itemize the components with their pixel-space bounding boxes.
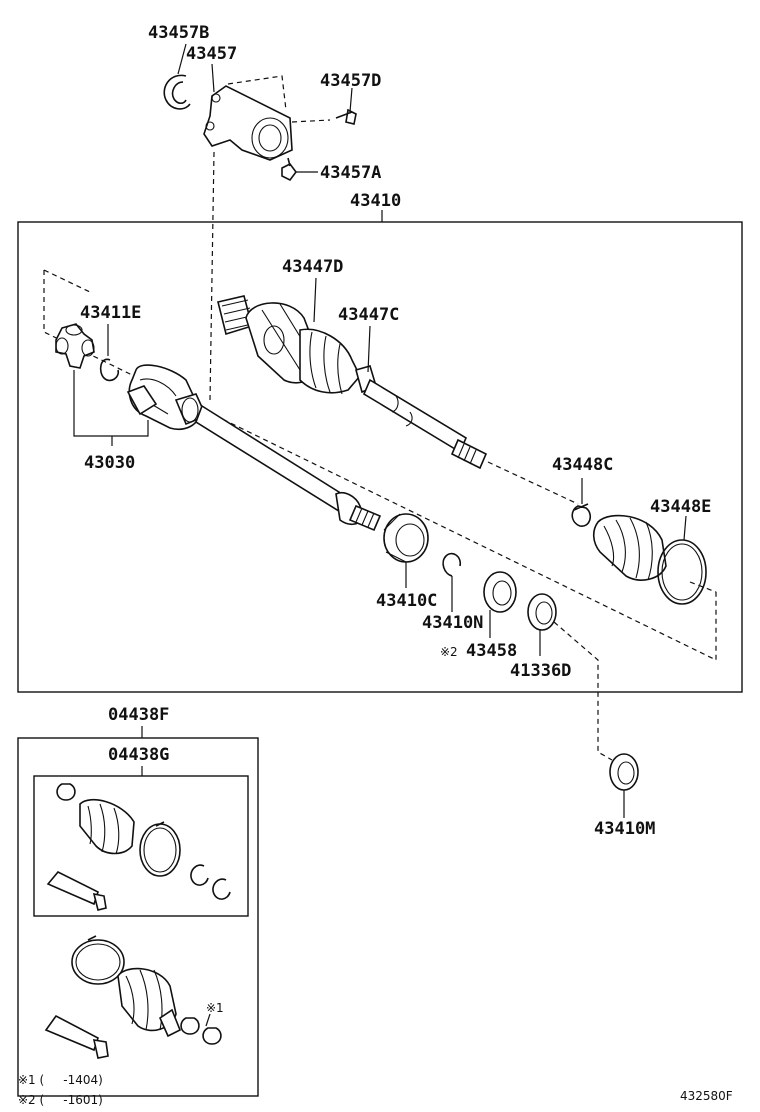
inboard-shaft-assembly [126, 364, 382, 532]
footnote-2: ※2 ( -1601) [18, 1093, 103, 1107]
label-41336d: 41336D [510, 661, 571, 681]
circlip-43411e [99, 358, 120, 382]
clamp-43448c [571, 503, 592, 527]
label-43457b: 43457B [148, 23, 209, 43]
label-43448c: 43448C [552, 455, 613, 475]
bracket-43457 [203, 85, 293, 161]
bearing-43410c [383, 513, 429, 563]
label-43410m: 43410M [594, 819, 655, 839]
bearing-bracket-group [163, 74, 357, 401]
label-43410: 43410 [350, 191, 401, 211]
label-43448e: 43448E [650, 497, 711, 517]
outboard-shaft-assembly [217, 295, 579, 505]
label-43457d: 43457D [320, 71, 381, 91]
assembly-box-43410 [17, 221, 743, 693]
label-43458: 43458 [466, 641, 517, 661]
label-43411e: 43411E [80, 303, 141, 323]
tripod-joint [55, 323, 149, 446]
label-43447d: 43447D [282, 257, 343, 277]
figure-id: 432580F [680, 1089, 733, 1103]
boot-kit-box-04438g [33, 775, 249, 917]
label-43457: 43457 [186, 44, 237, 64]
label-04438g: 04438G [108, 745, 169, 765]
label-43457a: 43457A [320, 163, 381, 183]
seal-43410m [609, 753, 639, 791]
ref-mark-1: ※1 [206, 1001, 224, 1015]
ref-mark-2: ※2 [440, 645, 458, 659]
seal-41336d [527, 593, 557, 631]
kit-g-parts [46, 783, 231, 911]
bolt-43457d [335, 108, 357, 125]
bolt-43457a [281, 157, 297, 182]
snap-ring-43410n [442, 552, 462, 577]
label-43410c: 43410C [376, 591, 437, 611]
label-43030: 43030 [84, 453, 135, 473]
footnote-1: ※1 ( -1404) [18, 1073, 103, 1087]
kit-f-parts [44, 935, 222, 1059]
boot-kit-box-04438f [17, 737, 259, 1097]
snap-ring-43457b [163, 74, 191, 110]
tripod-spider [55, 323, 95, 369]
seal-43458 [483, 571, 517, 613]
label-04438f: 04438F [108, 705, 169, 725]
boot-43448e [592, 514, 707, 605]
label-43410n: 43410N [422, 613, 483, 633]
label-43447c: 43447C [338, 305, 399, 325]
